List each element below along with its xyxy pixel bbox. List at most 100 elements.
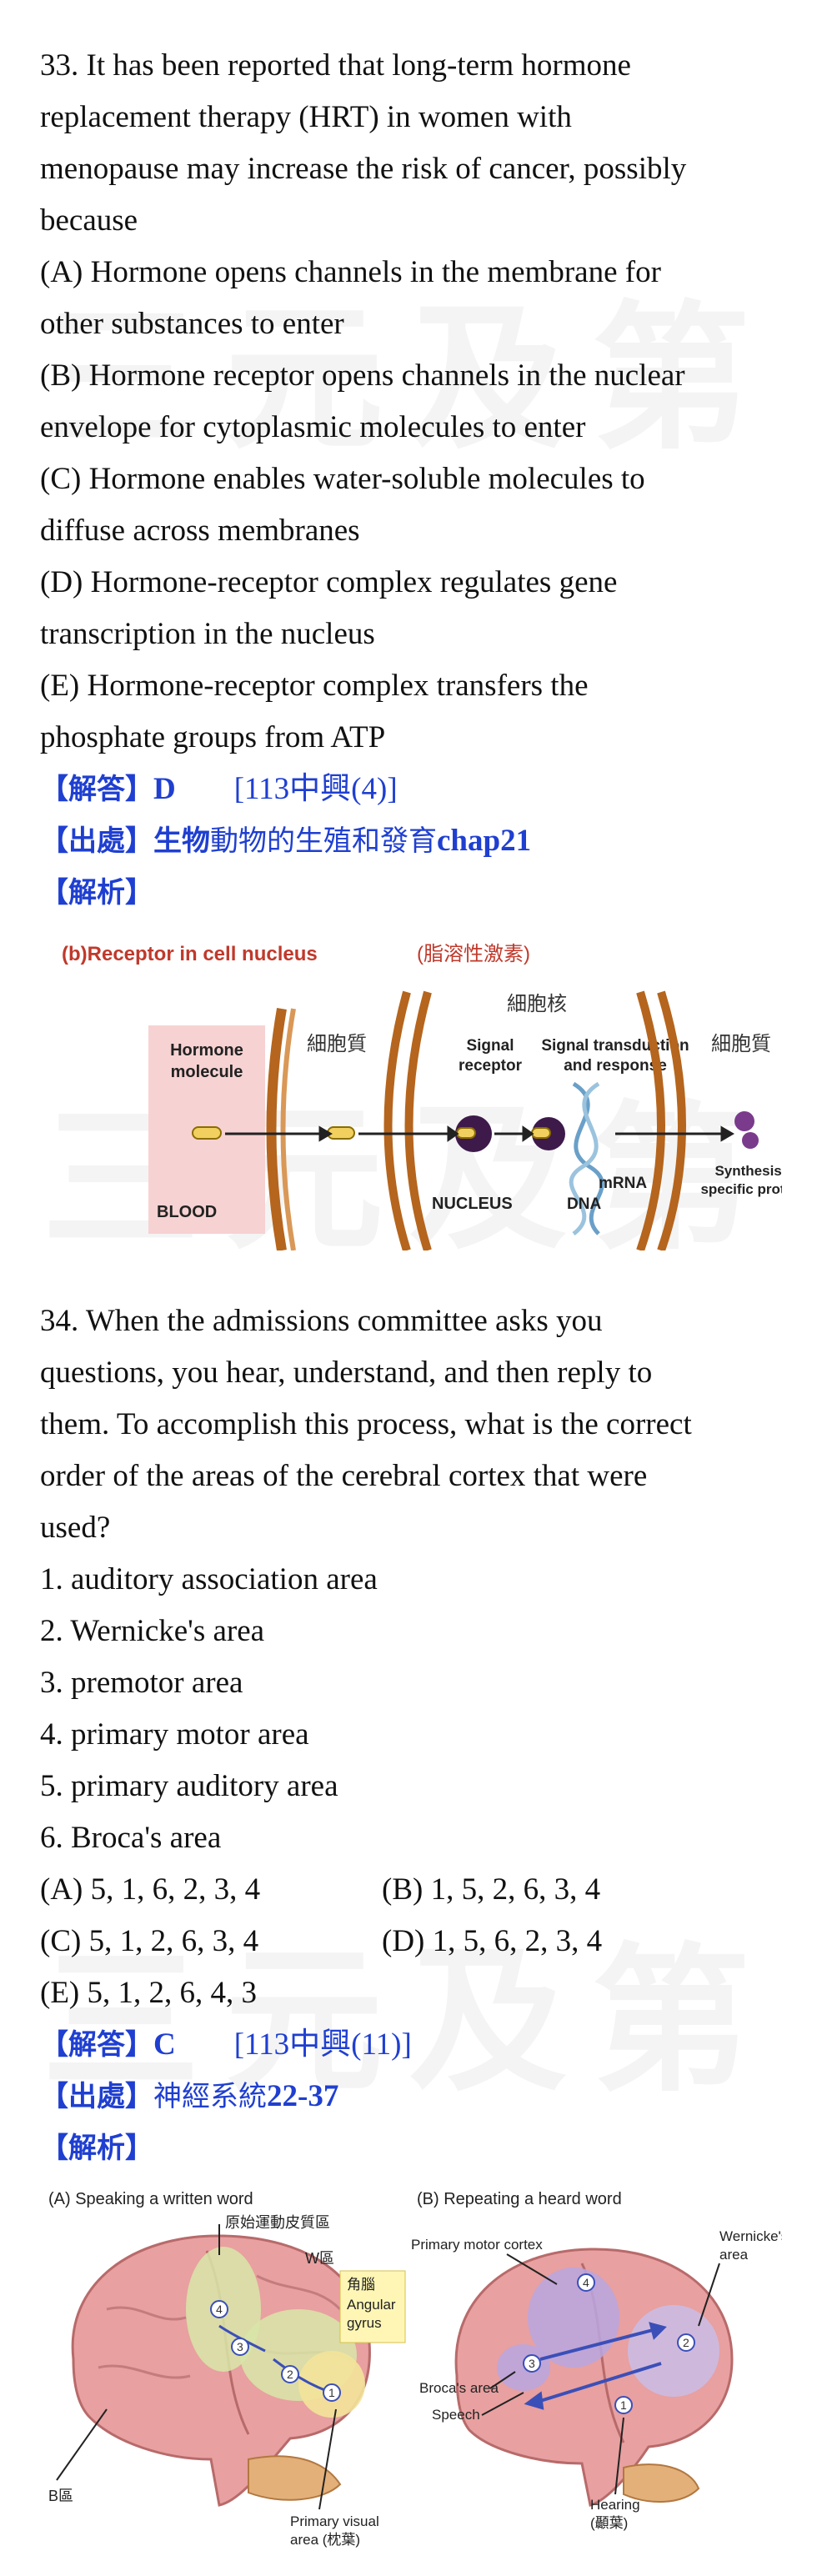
source-label: 【出處】 xyxy=(40,2080,153,2113)
analysis-label: 【解析】 xyxy=(40,876,153,910)
answer-row: 【解答】C [113中興(11)] xyxy=(40,2019,782,2071)
angular-gyrus-label: Angular xyxy=(347,2297,396,2313)
svg-text:4: 4 xyxy=(583,2276,589,2289)
question-34-line: them. To accomplish this process, what i… xyxy=(40,1407,692,1441)
option-a: (A) 5, 1, 6, 2, 3, 4 xyxy=(40,1872,261,1907)
pathway-arrows xyxy=(225,1125,734,1142)
signal-receptor-label: Signal xyxy=(466,1037,514,1055)
question-33-line: menopause may increase the risk of cance… xyxy=(40,152,687,186)
svg-text:3: 3 xyxy=(529,2357,535,2370)
synthesis-label: Synthesis of xyxy=(714,1163,782,1179)
question-34-line: 6. Broca's area xyxy=(40,1821,222,1855)
protein-icon xyxy=(734,1111,754,1131)
hearing-label: Hearing xyxy=(590,2497,640,2513)
question-34-line: 1. auditory association area xyxy=(40,1562,378,1596)
svg-text:specific proteins: specific proteins xyxy=(700,1181,782,1197)
svg-text:and response: and response xyxy=(564,1057,667,1075)
hormone-label-2: molecule xyxy=(171,1063,243,1081)
answer-label: 【解答】 xyxy=(40,773,153,806)
question-34-line: used? xyxy=(40,1511,111,1545)
svg-text:area (枕葉): area (枕葉) xyxy=(290,2532,360,2548)
source-subject: 生物 xyxy=(153,824,210,858)
question-33-line: (B) Hormone receptor opens channels in t… xyxy=(40,358,685,393)
svg-text:3: 3 xyxy=(237,2340,243,2353)
source-row: 【出處】生物動物的生殖和發育chap21 xyxy=(40,815,782,867)
receptor-diagram: (b)Receptor in cell nucleus (脂溶性激素) Horm… xyxy=(62,943,782,1250)
svg-text:gyrus: gyrus xyxy=(347,2315,382,2331)
option-c: (C) 5, 1, 2, 6, 3, 4 xyxy=(40,1924,259,1958)
speech-label: Speech xyxy=(432,2407,480,2423)
wernicke-label: Wernicke's xyxy=(719,2228,782,2244)
answer-label: 【解答】 xyxy=(40,2028,153,2062)
hormone-molecule xyxy=(192,1126,222,1140)
question-33-line: 33. It has been reported that long-term … xyxy=(40,48,631,83)
question-33-line: (E) Hormone-receptor complex transfers t… xyxy=(40,669,589,703)
question-33-line: diffuse across membranes xyxy=(40,514,360,548)
motor-area-cn: 原始運動皮質區 xyxy=(225,2214,330,2231)
question-33-line: (D) Hormone-receptor complex regulates g… xyxy=(40,565,618,599)
svg-text:receptor: receptor xyxy=(459,1057,523,1075)
dna-helix xyxy=(572,1081,604,1235)
transduction-label: Signal transduction xyxy=(541,1037,689,1055)
option-d: (D) 1, 5, 6, 2, 3, 4 xyxy=(382,1924,603,1958)
primary-motor-cortex-label: Primary motor cortex xyxy=(411,2237,543,2253)
question-33: 33. It has been reported that long-term … xyxy=(40,40,782,919)
hormone-molecule-cytoplasm xyxy=(327,1126,355,1140)
question-33-line: phosphate groups from ATP xyxy=(40,720,386,754)
svg-text:area: area xyxy=(719,2247,749,2263)
svg-text:(顳葉): (顳葉) xyxy=(590,2515,628,2531)
svg-text:1: 1 xyxy=(328,2386,335,2399)
brocas-area-label: Broca's area xyxy=(419,2380,499,2396)
question-34-text: 34. When the admissions committee asks y… xyxy=(40,1296,782,1864)
brain-b: 1 2 3 4 xyxy=(454,2248,734,2507)
panel-a-title: (A) Speaking a written word xyxy=(48,2190,253,2208)
visual-area-label: Primary visual xyxy=(290,2513,379,2529)
figure-title: (b)Receptor in cell nucleus xyxy=(62,943,318,965)
answer-value: D xyxy=(153,772,176,806)
source-row: 【出處】神經系統22-37 xyxy=(40,2071,782,2122)
answer-value: C xyxy=(153,2027,176,2062)
nucleus-label: NUCLEUS xyxy=(432,1195,513,1213)
analysis-row: 【解析】 xyxy=(40,867,782,919)
svg-text:2: 2 xyxy=(287,2368,293,2381)
question-34-line: 3. premotor area xyxy=(40,1666,243,1700)
source-topic: 動物的生殖和發育 xyxy=(210,824,437,858)
svg-text:4: 4 xyxy=(216,2303,223,2316)
question-34-line: 2. Wernicke's area xyxy=(40,1614,265,1648)
nuclear-envelope xyxy=(383,990,411,1250)
brain-a: 1 2 3 4 xyxy=(71,2234,371,2507)
analysis-label: 【解析】 xyxy=(40,2132,153,2165)
nucleus-label-cn: 細胞核 xyxy=(507,993,567,1015)
answer-reference: [113中興(11)] xyxy=(233,2027,412,2062)
question-33-text: 33. It has been reported that long-term … xyxy=(40,40,782,764)
answer-reference: [113中興(4)] xyxy=(233,772,398,806)
svg-text:2: 2 xyxy=(683,2336,689,2349)
question-33-line: replacement therapy (HRT) in women with xyxy=(40,100,572,134)
b-area-cn: B區 xyxy=(48,2488,73,2504)
question-34-line: 34. When the admissions committee asks y… xyxy=(40,1304,603,1338)
angular-gyrus-cn: 角腦 xyxy=(347,2277,375,2293)
source-chapter: chap21 xyxy=(437,824,532,858)
question-34: 34. When the admissions committee asks y… xyxy=(40,1296,782,2174)
question-33-line: transcription in the nucleus xyxy=(40,617,375,651)
question-34-line: 4. primary motor area xyxy=(40,1717,309,1752)
blood-label: BLOOD xyxy=(157,1203,217,1221)
question-33-line: because xyxy=(40,203,138,238)
option-b: (B) 1, 5, 2, 6, 3, 4 xyxy=(382,1872,601,1907)
question-33-line: envelope for cytoplasmic molecules to en… xyxy=(40,410,586,444)
dna-label: DNA xyxy=(567,1195,601,1213)
mrna-label: mRNA xyxy=(599,1175,647,1192)
question-33-line: (C) Hormone enables water-soluble molecu… xyxy=(40,462,645,496)
answer-row: 【解答】D [113中興(4)] xyxy=(40,764,782,815)
option-e: (E) 5, 1, 2, 6, 4, 3 xyxy=(40,1976,257,2010)
cytoplasm-label-right: 細胞質 xyxy=(711,1033,771,1055)
cytoplasm-label-left: 細胞質 xyxy=(307,1033,367,1055)
source-label: 【出處】 xyxy=(40,824,153,858)
question-34-line: 5. primary auditory area xyxy=(40,1769,338,1803)
analysis-row: 【解析】 xyxy=(40,2122,782,2174)
question-33-line: other substances to enter xyxy=(40,307,344,341)
options-row-1: (A) 5, 1, 6, 2, 3, 4 (B) 1, 5, 2, 6, 3, 4 xyxy=(40,1864,782,1916)
plasma-membrane xyxy=(266,1007,287,1250)
question-33-line: (A) Hormone opens channels in the membra… xyxy=(40,255,661,289)
source-topic: 神經系統 xyxy=(153,2080,267,2113)
